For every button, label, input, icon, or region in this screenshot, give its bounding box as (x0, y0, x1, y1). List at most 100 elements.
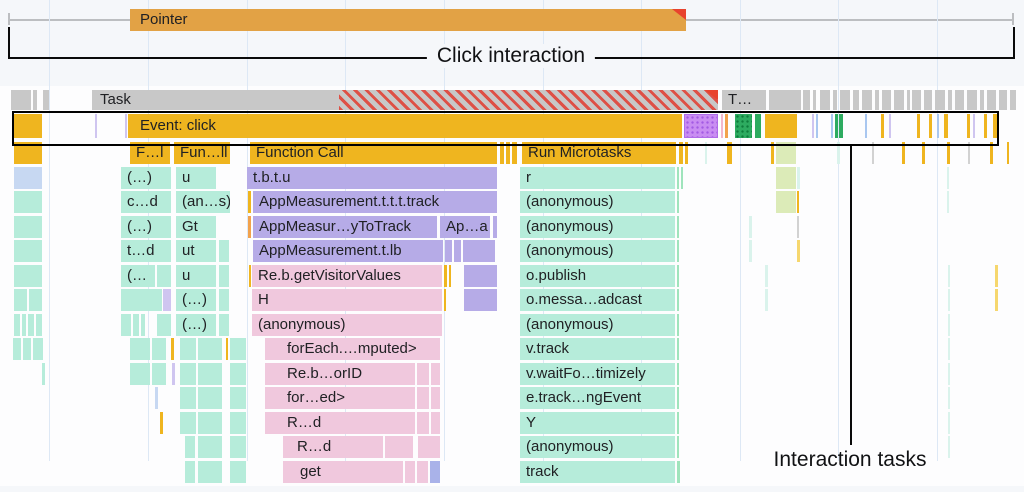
flame-bar[interactable] (14, 215, 42, 238)
flame-bar[interactable] (431, 362, 440, 385)
event-bar[interactable] (14, 114, 42, 138)
flame-bar[interactable]: (anonymous) (520, 240, 675, 262)
task-bar[interactable] (862, 90, 872, 110)
flame-bar[interactable]: (anonymous) (520, 436, 675, 458)
flame-bar[interactable] (677, 387, 679, 409)
flame-bar[interactable] (995, 289, 998, 311)
event-bar[interactable] (812, 114, 814, 138)
task-bar[interactable]: T… (722, 90, 766, 110)
flame-bar[interactable] (248, 215, 251, 238)
flame-bar[interactable] (444, 264, 447, 287)
flame-bar[interactable] (677, 460, 680, 483)
flame-bar[interactable] (677, 436, 679, 458)
flame-bar[interactable] (160, 411, 163, 434)
event-bar[interactable] (944, 114, 948, 138)
flame-bar[interactable]: Run Microtasks (522, 142, 676, 164)
flame-bar[interactable] (198, 460, 222, 483)
event-bar[interactable] (881, 114, 884, 138)
event-bar[interactable]: Event: click (128, 114, 682, 138)
flame-bar[interactable] (219, 313, 229, 336)
task-bar[interactable] (935, 90, 945, 110)
task-bar[interactable] (820, 90, 830, 110)
flame-bar[interactable] (155, 387, 158, 409)
event-bar[interactable] (993, 114, 997, 138)
flame-bar[interactable]: get (283, 460, 403, 483)
flame-bar[interactable] (180, 362, 196, 385)
flame-bar[interactable] (198, 436, 222, 458)
flame-bar[interactable] (157, 313, 171, 336)
flame-bar[interactable] (14, 264, 42, 287)
event-bar[interactable] (735, 114, 752, 138)
flame-bar[interactable] (948, 313, 950, 336)
flame-bar[interactable]: v.waitFo…timizely (520, 362, 675, 385)
flame-bar[interactable] (500, 142, 504, 164)
flame-bar[interactable] (677, 411, 679, 434)
event-bar[interactable] (765, 114, 797, 138)
flame-bar[interactable] (948, 264, 950, 287)
flame-bar[interactable] (14, 240, 42, 262)
flame-bar[interactable] (990, 142, 993, 164)
flame-bar[interactable]: o.messa…adcast (520, 289, 675, 311)
flame-bar[interactable] (163, 289, 171, 311)
event-bar[interactable] (125, 114, 127, 138)
task-bar[interactable] (882, 90, 891, 110)
flame-bar[interactable] (797, 191, 799, 213)
event-bar[interactable] (973, 114, 975, 138)
flame-bar[interactable] (948, 411, 950, 434)
flame-bar[interactable] (14, 142, 42, 164)
flame-bar[interactable] (464, 264, 497, 287)
flame-bar[interactable]: ut (176, 240, 216, 262)
flame-bar[interactable] (948, 338, 950, 360)
flame-bar[interactable] (727, 142, 732, 164)
flame-bar[interactable] (512, 142, 517, 164)
flame-bar[interactable] (29, 289, 42, 311)
flame-bar[interactable]: t…d (121, 240, 171, 262)
flame-bar[interactable] (431, 387, 440, 409)
flame-bar[interactable]: AppMeasurement.t.t.t.track (253, 191, 497, 213)
flame-bar[interactable] (152, 362, 166, 385)
flame-bar[interactable] (14, 166, 42, 189)
flame-bar[interactable] (198, 411, 222, 434)
flame-bar[interactable]: F…l (130, 142, 170, 164)
flame-bar[interactable] (22, 313, 26, 336)
flame-bar[interactable] (444, 289, 446, 311)
flame-bar[interactable]: H (252, 289, 442, 311)
flame-bar[interactable] (677, 166, 679, 189)
event-bar[interactable] (721, 114, 723, 138)
task-bar[interactable] (907, 90, 910, 110)
flame-bar[interactable] (947, 191, 949, 213)
task-bar[interactable] (875, 90, 879, 110)
flame-bar[interactable] (454, 240, 461, 262)
flame-bar[interactable] (152, 338, 166, 360)
flame-bar[interactable]: v.track (520, 338, 675, 360)
flame-bar[interactable] (464, 289, 497, 311)
flame-bar[interactable] (185, 460, 195, 483)
flame-bar[interactable] (493, 215, 497, 238)
flame-bar[interactable] (157, 264, 171, 287)
flame-bar[interactable] (171, 338, 174, 360)
task-bar[interactable] (33, 90, 37, 110)
flame-bar[interactable] (837, 142, 840, 164)
flame-bar[interactable] (130, 338, 150, 360)
flame-bar[interactable] (449, 264, 451, 287)
event-bar[interactable] (937, 114, 939, 138)
flame-bar[interactable]: (anonymous) (252, 313, 442, 336)
flame-bar[interactable] (121, 289, 162, 311)
task-bar[interactable] (987, 90, 996, 110)
flame-bar[interactable] (172, 362, 175, 385)
event-bar[interactable] (984, 114, 987, 138)
flame-bar[interactable] (13, 338, 21, 360)
flame-bar[interactable] (677, 313, 679, 336)
flame-bar[interactable] (249, 264, 251, 287)
flame-bar[interactable] (405, 460, 415, 483)
flame-bar[interactable] (33, 338, 43, 360)
event-bar[interactable] (755, 114, 761, 138)
task-bar[interactable] (924, 90, 932, 110)
flame-bar[interactable] (776, 166, 796, 189)
flame-bar[interactable] (230, 338, 246, 360)
flame-bar[interactable] (141, 313, 145, 336)
flame-bar[interactable] (681, 166, 683, 189)
flame-bar[interactable]: e.track…ngEvent (520, 387, 675, 409)
event-bar[interactable] (865, 114, 867, 138)
flame-bar[interactable]: Ap…a (440, 215, 490, 238)
